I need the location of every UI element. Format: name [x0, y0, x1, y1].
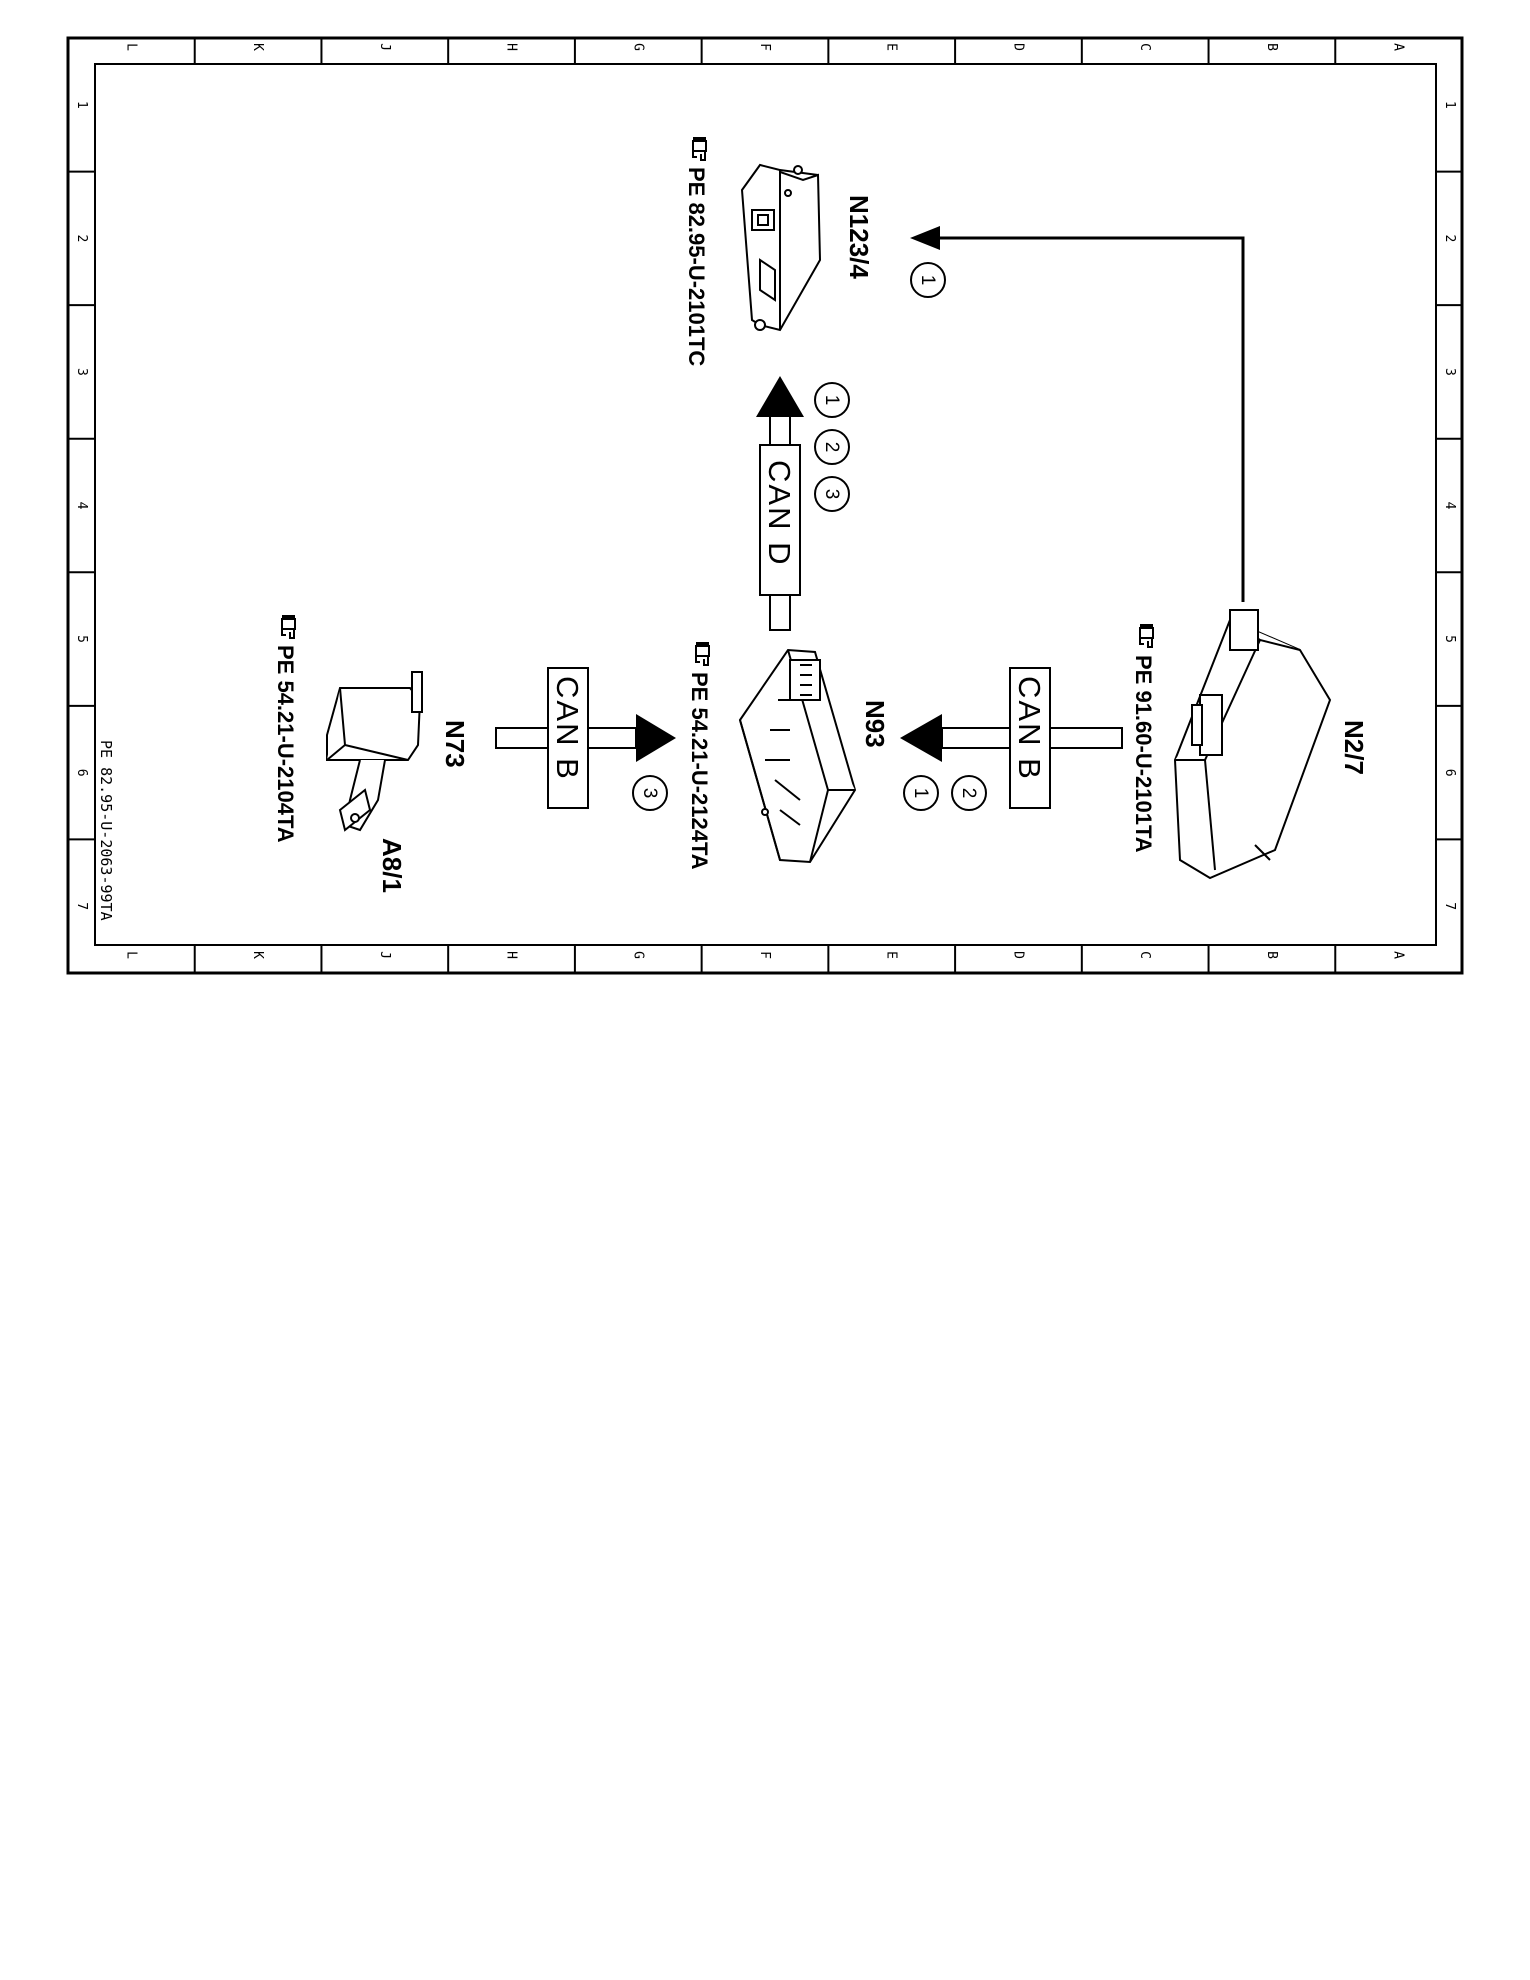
column-label-top: A: [1391, 43, 1406, 51]
row-label-left: 6: [74, 769, 89, 777]
n123-4-module: [740, 163, 822, 332]
n123-4-reference: PE 82.95-U-2101TC: [684, 167, 709, 366]
can-b-left-bus: CAN B: [495, 667, 676, 809]
can-b-left-markers: 3: [632, 775, 668, 811]
n2-7-label: N2/7: [1339, 720, 1369, 775]
row-label-right: 3: [1442, 368, 1457, 376]
svg-text:1: 1: [821, 395, 842, 406]
column-label-bottom: A: [1391, 951, 1406, 959]
direct-link-line: [910, 226, 1245, 602]
drawing-frame: L L K K J J H H G G F F E E D D C C B B A A 1 1 2 2 3 3 4 4 5 5 6 6 7 7: [66, 36, 1464, 975]
svg-text:1: 1: [917, 275, 938, 286]
row-label-right: 2: [1442, 234, 1457, 242]
n93-module: [738, 648, 857, 864]
column-label-bottom: K: [250, 951, 265, 959]
direct-link-marker: 1: [910, 262, 946, 298]
column-label-top: B: [1264, 43, 1279, 51]
column-label-bottom: E: [884, 951, 899, 959]
column-label-bottom: H: [504, 951, 519, 959]
can-b-right-markers: 2 1: [903, 775, 987, 811]
can-b-left-marker-3: 3: [632, 775, 668, 811]
n123-4-label: N123/4: [844, 195, 874, 279]
column-label-top: E: [884, 43, 899, 51]
column-label-bottom: D: [1010, 951, 1025, 959]
column-label-top: L: [123, 43, 138, 51]
can-b-right-bus: CAN B: [900, 667, 1123, 809]
sheet-id: PE 82.95-U-2063-99TA: [97, 740, 115, 921]
column-label-bottom: C: [1137, 951, 1152, 959]
can-d-marker-1: 1: [814, 382, 850, 418]
can-d-bus: CAN D: [756, 376, 804, 631]
row-label-left: 1: [74, 101, 89, 109]
column-label-top: J: [377, 43, 392, 51]
column-label-bottom: L: [123, 951, 138, 959]
row-label-left: 3: [74, 368, 89, 376]
column-label-bottom: F: [757, 951, 772, 959]
row-label-right: 7: [1442, 902, 1457, 910]
n93-label: N93: [860, 700, 890, 748]
pointing-hand-icon: [695, 641, 710, 666]
can-b-right-label: CAN B: [1012, 676, 1047, 781]
row-label-left: 4: [74, 502, 89, 510]
can-b-right-marker-1: 1: [903, 775, 939, 811]
n73-label: N73: [440, 720, 470, 768]
column-label-top: F: [757, 43, 772, 51]
column-label-top: H: [504, 43, 519, 51]
column-label-top: G: [630, 43, 645, 51]
svg-text:2: 2: [958, 788, 979, 799]
n2-7-module: [1173, 609, 1332, 880]
can-b-right-marker-2: 2: [951, 775, 987, 811]
a8-1-label: A8/1: [377, 838, 407, 893]
can-d-marker-3: 3: [814, 476, 850, 512]
svg-text:3: 3: [639, 788, 660, 799]
row-label-right: 1: [1442, 101, 1457, 109]
n2-7-reference: PE 91.60-U-2101TA: [1131, 655, 1156, 853]
can-d-label: CAN D: [762, 460, 797, 566]
n93-reference: PE 54.21-U-2124TA: [687, 672, 712, 870]
column-label-bottom: G: [630, 951, 645, 959]
pointing-hand-icon: [692, 136, 707, 161]
can-d-markers: 1 2 3: [814, 382, 850, 512]
column-label-top: D: [1010, 43, 1025, 51]
row-label-right: 6: [1442, 769, 1457, 777]
row-label-right: 5: [1442, 635, 1457, 643]
column-label-top: C: [1137, 43, 1152, 51]
a8-1-switch: [326, 671, 423, 832]
row-label-right: 4: [1442, 502, 1457, 510]
can-d-marker-2: 2: [814, 429, 850, 465]
svg-text:2: 2: [821, 442, 842, 453]
column-label-bottom: B: [1264, 951, 1279, 959]
column-label-bottom: J: [377, 951, 392, 959]
row-label-left: 7: [74, 902, 89, 910]
row-label-left: 2: [74, 234, 89, 242]
svg-text:1: 1: [910, 788, 931, 799]
can-b-left-label: CAN B: [550, 676, 585, 781]
svg-text:3: 3: [821, 489, 842, 500]
pointing-hand-icon: [1139, 623, 1154, 648]
pointing-hand-icon: [281, 614, 296, 639]
column-label-top: K: [250, 43, 265, 51]
a8-1-reference: PE 54.21-U-2104TA: [273, 645, 298, 843]
row-label-left: 5: [74, 635, 89, 643]
